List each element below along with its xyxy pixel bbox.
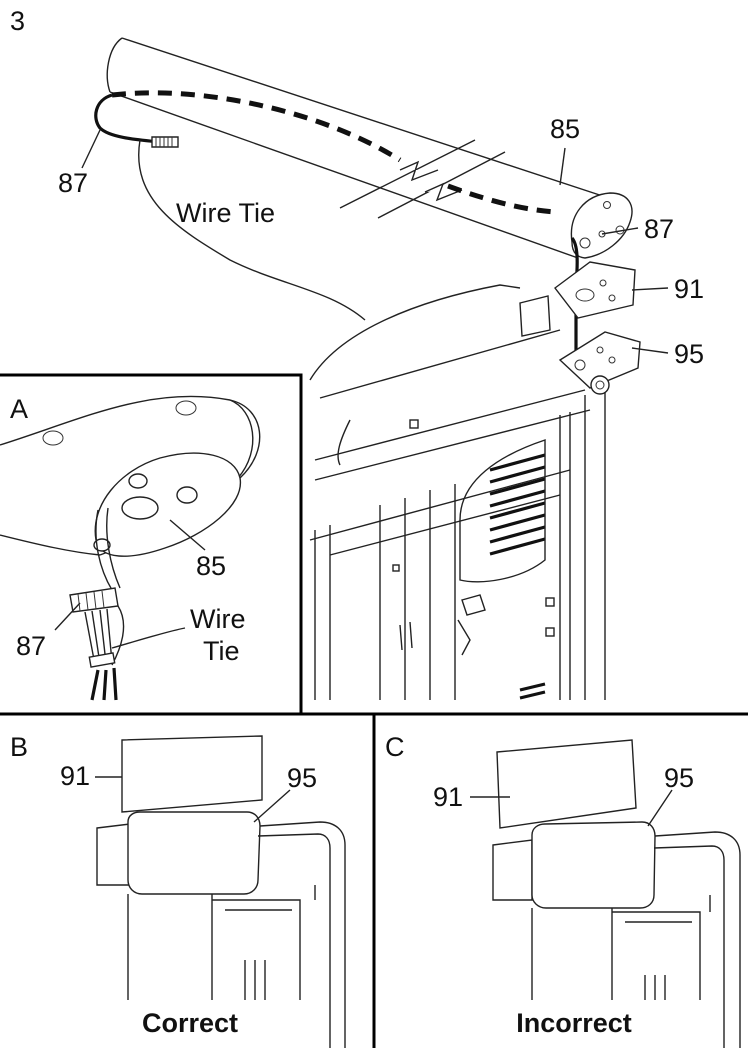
label-87-left: 87 — [58, 168, 88, 198]
leader-87-right — [601, 227, 639, 235]
inset-b-label-95: 95 — [287, 763, 317, 793]
leader-b-95 — [253, 789, 291, 823]
leader-91 — [631, 287, 669, 291]
inset-c: C 91 95 Incorrect — [385, 732, 741, 1048]
inset-c-caption: Incorrect — [516, 1008, 632, 1038]
inset-b-label-91: 91 — [60, 761, 90, 791]
label-87-right: 87 — [644, 214, 674, 244]
inset-a: A 85 87 Wire Tie — [0, 373, 303, 714]
label-95: 95 — [674, 339, 704, 369]
wire-87 — [94, 93, 366, 321]
label-85: 85 — [550, 114, 580, 144]
inset-a-label-85: 85 — [196, 551, 226, 581]
inset-a-wire-label-line2: Tie — [203, 636, 240, 666]
leader-85 — [559, 147, 566, 186]
leader-a-85 — [169, 519, 206, 551]
inset-c-letter: C — [385, 732, 405, 762]
inset-b-letter: B — [10, 732, 28, 762]
leader-c-95 — [647, 789, 673, 827]
leader-95 — [631, 347, 669, 354]
upright-tube-85 — [106, 37, 633, 360]
step-number: 3 — [10, 6, 25, 36]
inset-a-letter: A — [10, 394, 28, 424]
inset-a-wire-label-line1: Wire — [190, 604, 246, 634]
inset-c-label-91: 91 — [433, 782, 463, 812]
leader-a-87 — [54, 602, 81, 631]
inset-b-caption: Correct — [142, 1008, 238, 1038]
leader-87-left — [81, 129, 101, 169]
main-view: 3 87 85 87 91 95 Wire Tie — [10, 6, 704, 700]
label-wire-tie: Wire Tie — [176, 198, 275, 228]
inset-c-label-95: 95 — [664, 763, 694, 793]
inset-b: B 91 95 Correct — [10, 732, 346, 1048]
base-frame — [309, 284, 606, 700]
bracket-95 — [558, 331, 641, 395]
inset-a-label-87: 87 — [16, 631, 46, 661]
label-91: 91 — [674, 274, 704, 304]
plate-91 — [519, 261, 636, 337]
